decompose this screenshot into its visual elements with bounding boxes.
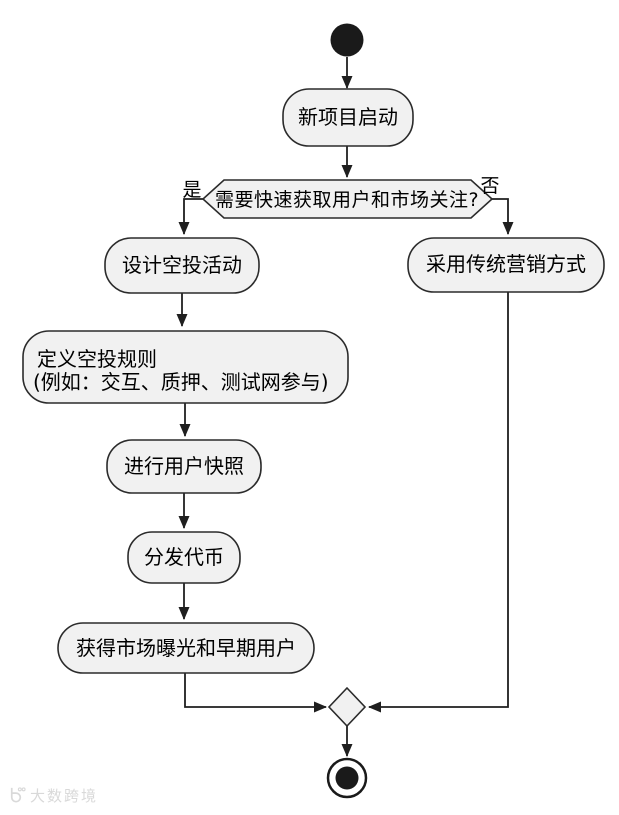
activity-distribute-tokens-label: 分发代币: [144, 545, 224, 569]
watermark-text: 大数跨境: [30, 787, 99, 805]
merge-diamond: [327, 686, 367, 728]
activity-define-rules-line1: 定义空投规则: [37, 347, 157, 371]
activity-new-project: [282, 88, 414, 147]
activity-traditional-marketing: [407, 237, 605, 293]
activity-design-airdrop: [104, 237, 260, 294]
activity-new-project-label: 新项目启动: [298, 105, 398, 129]
activity-define-rules: [22, 330, 349, 404]
activity-distribute-tokens: [127, 531, 241, 584]
activity-market-exposure: [57, 622, 315, 674]
edge-traditional-to-merge: [368, 292, 509, 713]
activity-user-snapshot: [106, 439, 262, 494]
watermark-logo-icon: [10, 787, 26, 803]
decision-label: 需要快速获取用户和市场关注?: [215, 189, 479, 211]
branch-label-yes: 是: [182, 179, 201, 201]
activity-traditional-marketing-label: 采用传统营销方式: [426, 252, 586, 276]
start-node: [330, 23, 364, 57]
edge-exposure-to-merge: [184, 673, 327, 713]
branch-label-no: 否: [480, 175, 499, 197]
end-node-dot: [335, 766, 359, 790]
activity-market-exposure-label: 获得市场曝光和早期用户: [76, 636, 296, 660]
activity-design-airdrop-label: 设计空投活动: [122, 253, 242, 277]
decision-hexagon: [201, 179, 494, 219]
watermark: 大数跨境: [7, 785, 98, 806]
edge-decision-no-to-traditional: [492, 198, 514, 235]
activity-user-snapshot-label: 进行用户快照: [124, 454, 244, 478]
edge-decision-yes-to-design: [178, 198, 203, 235]
activity-define-rules-line2: (例如：交互、质押、测试网参与): [33, 370, 329, 394]
